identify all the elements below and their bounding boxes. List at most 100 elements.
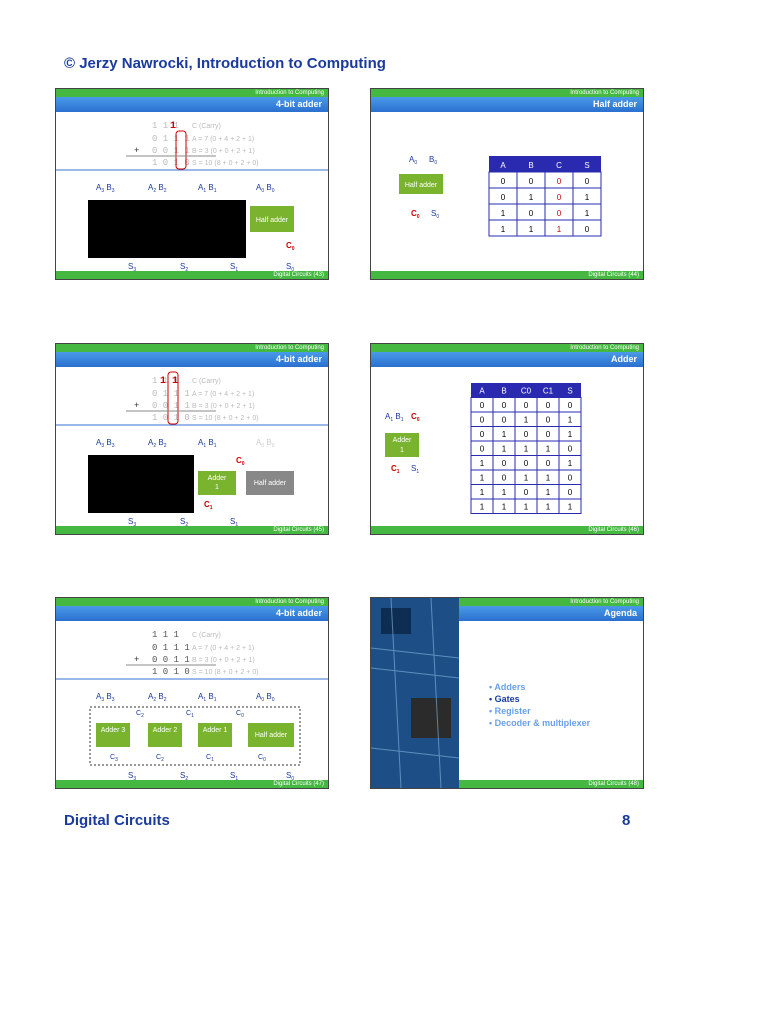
truth-table-value: 0 [546,430,551,439]
carry-note: C (Carry) [192,123,221,130]
svg-text:C0: C0 [411,412,420,423]
carry-row: 1 1 1 [152,630,179,640]
adder-2-block: Adder 2 [153,727,178,734]
truth-table-value: 0 [568,445,573,454]
slide-48: Introduction to Computing Agenda Adders … [370,597,644,789]
half-adder-block: Half adder [255,732,288,739]
truth-table-value: 0 [502,416,507,425]
truth-table-value: 1 [502,430,507,439]
b-note: B = 3 (0 + 0 + 2 + 1) [192,403,255,410]
truth-table-value: 0 [501,177,506,186]
truth-table-value: 1 [529,193,534,202]
truth-table-value: 0 [557,177,562,186]
svg-text:1 1: 1 1 [160,376,178,387]
b-note: B = 3 (0 + 0 + 2 + 1) [192,657,255,664]
slide-course-label: Introduction to Computing [371,344,643,352]
svg-text:+: + [134,400,139,410]
svg-text:A1 B1: A1 B1 [198,183,217,194]
slide-footer: Digital Circuits (44) [371,271,643,279]
truth-table-col-header: A [500,161,506,170]
truth-table-value: 1 [585,209,590,218]
svg-text:C0: C0 [286,241,295,252]
slide-title: 4-bit adder [56,606,328,621]
svg-text:S0: S0 [431,209,439,220]
truth-table-cell [558,498,582,514]
slide-footer: Digital Circuits (43) [56,271,328,279]
svg-text:C0: C0 [258,754,266,763]
agenda-item: Adders [489,681,590,693]
truth-table-col-header: A [479,387,485,396]
slide-footer: Digital Circuits (45) [56,526,328,534]
truth-table-value: 1 [524,416,529,425]
svg-text:C0: C0 [236,710,244,719]
truth-table-col-header: S [567,387,572,396]
a-row: 0 1 1 1 [152,643,190,653]
slide-footer: Digital Circuits (46) [371,526,643,534]
truth-table-value: 1 [546,503,551,512]
truth-table-value: 1 [546,488,551,497]
svg-text:A2 B2: A2 B2 [148,692,167,703]
carry-row: 1 1 1 [152,121,179,131]
svg-text:A2 B2: A2 B2 [148,438,167,449]
b-note: B = 3 (0 + 0 + 2 + 1) [192,148,255,155]
carry-note: C (Carry) [192,378,221,385]
truth-table-value: 0 [568,474,573,483]
svg-text:S2: S2 [180,771,188,781]
b-row: 0 0 1 1 [152,655,190,665]
slide-footer: Digital Circuits (47) [56,780,328,788]
truth-table-col-header: C1 [543,387,554,396]
svg-text:C2: C2 [156,754,164,763]
truth-table-header [489,156,601,172]
svg-text:A1 B1: A1 B1 [198,692,217,703]
svg-text:C1: C1 [186,710,194,719]
truth-table-value: 1 [568,503,573,512]
slide-43: Introduction to Computing 4-bit adder 1 … [55,88,329,280]
truth-table-value: 1 [502,445,507,454]
truth-table-value: 0 [557,193,562,202]
sum-note: S = 10 (8 + 0 + 2 + 0) [192,415,259,422]
svg-text:C3: C3 [110,754,118,763]
truth-table-value: 0 [502,401,507,410]
svg-text:S1: S1 [411,464,419,475]
truth-table-value: 1 [480,474,485,483]
truth-table-value: 0 [524,488,529,497]
half-adder-block: Half adder [256,217,289,224]
agenda-item: Decoder & multiplexer [489,717,591,729]
half-adder-block: Half adder [254,480,287,487]
footer-title: Digital Circuits [64,812,170,829]
a-note: A = 7 (0 + 4 + 2 + 1) [192,136,254,143]
truth-table-value: 0 [546,459,551,468]
truth-table-value: 0 [546,416,551,425]
truth-table-value: 0 [557,209,562,218]
truth-table-value: 1 [585,193,590,202]
adder-1-block: Adder [208,475,227,482]
a-row: 0 1 1 1 [152,389,190,399]
svg-text:S3: S3 [128,262,136,272]
slide-course-label: Introduction to Computing [459,598,643,606]
svg-text:C0: C0 [236,456,245,467]
svg-text:S2: S2 [180,517,188,527]
svg-text:C0: C0 [411,209,420,220]
svg-text:1: 1 [400,447,404,454]
truth-table-value: 0 [502,459,507,468]
truth-table-value: 1 [568,430,573,439]
carry-row: 1 1 1 [152,376,179,386]
slide-course-label: Introduction to Computing [56,598,328,606]
sum-row: 1 0 1 0 [152,667,190,677]
truth-table-value: 1 [524,474,529,483]
truth-table-value: 1 [501,225,506,234]
svg-text:+: + [134,654,139,664]
truth-table-value: 0 [568,401,573,410]
truth-table-value: 1 [524,445,529,454]
truth-table-col-header: B [528,161,533,170]
svg-text:S0: S0 [286,771,294,781]
agenda-item: Register [489,705,590,717]
truth-table-value: 1 [568,416,573,425]
agenda-list: Adders Gates Register Decoder & multiple… [489,681,590,729]
slide-course-label: Introduction to Computing [56,89,328,97]
slide-course-label: Introduction to Computing [371,89,643,97]
a-row: 0 1 1 1 [152,134,190,144]
slide-footer: Digital Circuits (48) [459,780,643,788]
svg-text:S3: S3 [128,517,136,527]
